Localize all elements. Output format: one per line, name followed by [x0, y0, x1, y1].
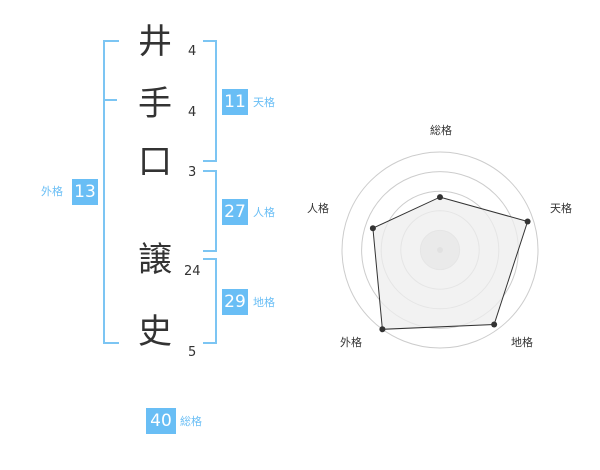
- radar-point-5: [369, 225, 376, 232]
- radar-point-2: [524, 218, 531, 225]
- jinkaku-label: 人格: [253, 206, 275, 219]
- radar-point-3: [491, 321, 498, 328]
- tenkaku-value-badge: 11: [222, 89, 248, 115]
- stroke-count-1: 4: [188, 44, 197, 59]
- radar-chart: 総格 天格 地格 外格 人格: [307, 123, 572, 349]
- radar-polygon: [372, 196, 529, 330]
- gaikaku-bracket-mid: [103, 99, 117, 101]
- radar-point-4: [379, 326, 386, 333]
- chikaku-label: 地格: [253, 296, 275, 309]
- soukaku-value-badge: 40: [146, 408, 176, 434]
- radar-label-gaikaku: 外格: [340, 335, 362, 349]
- name-char-5: 史: [138, 312, 172, 352]
- name-char-1: 井: [138, 22, 172, 62]
- radar-label-jinkaku: 人格: [307, 201, 329, 215]
- stroke-count-4: 24: [184, 264, 201, 279]
- radar-label-soukaku: 総格: [430, 123, 452, 137]
- chikaku-value-badge: 29: [222, 289, 248, 315]
- chikaku-bracket: [203, 258, 217, 344]
- name-char-2: 手: [138, 84, 172, 124]
- radar-points: [369, 194, 531, 333]
- stroke-count-3: 3: [188, 165, 197, 180]
- radar-point-1: [437, 194, 443, 201]
- name-char-4: 譲: [138, 240, 172, 280]
- radar-label-chikaku: 地格: [511, 335, 533, 349]
- stroke-count-5: 5: [188, 345, 197, 360]
- gaikaku-value-badge: 13: [72, 179, 98, 205]
- tenkaku-label: 天格: [253, 96, 275, 109]
- name-panel: 井 手 口 譲 史 4 4 3 24 5 13 外格 11 天格 27 人格 2…: [41, 22, 275, 434]
- gaikaku-bracket: [103, 40, 119, 344]
- soukaku-label: 総格: [180, 415, 202, 428]
- radar-label-tenkaku: 天格: [550, 201, 572, 215]
- jinkaku-bracket: [203, 170, 217, 252]
- stroke-count-2: 4: [188, 105, 197, 120]
- name-char-3: 口: [138, 142, 172, 182]
- gaikaku-label: 外格: [41, 185, 63, 198]
- tenkaku-bracket: [203, 40, 217, 162]
- jinkaku-value-badge: 27: [222, 199, 248, 225]
